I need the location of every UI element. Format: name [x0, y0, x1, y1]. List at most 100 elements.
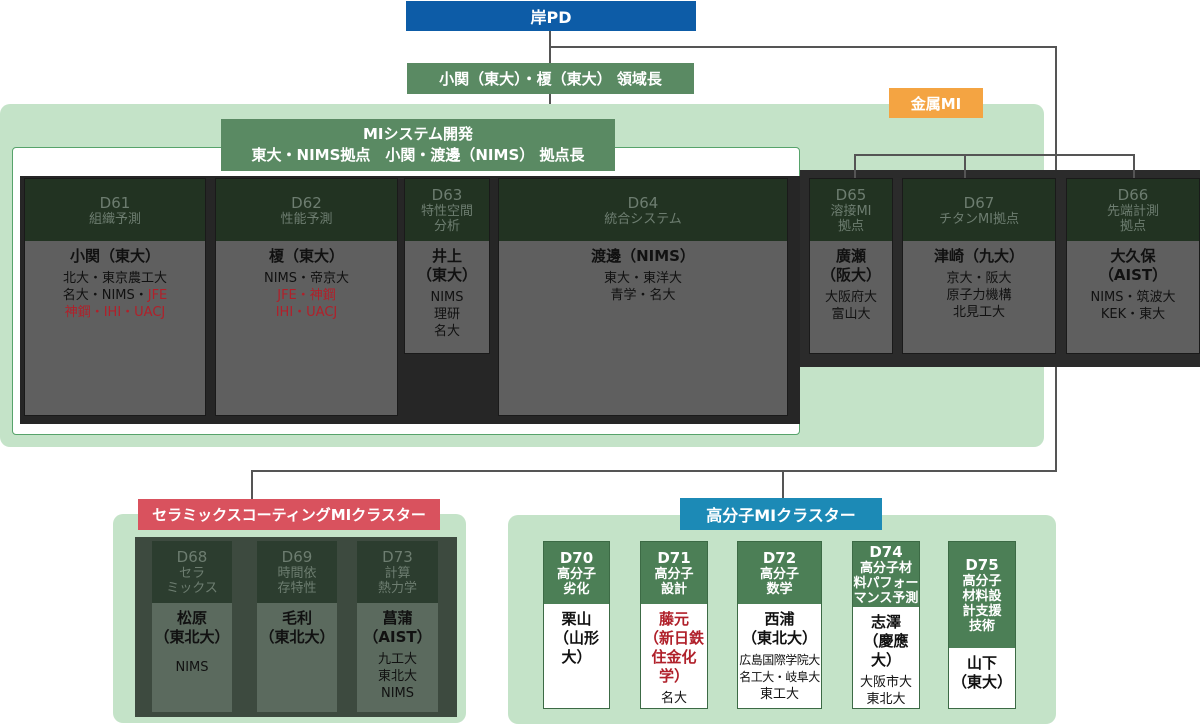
- team-name: 高分子: [759, 567, 799, 582]
- team-body: 廣瀬（阪大） 大阪府大富山大: [810, 241, 892, 323]
- pd-box: 岸PD: [406, 1, 696, 31]
- team-code: D74: [869, 543, 903, 561]
- team-name: 数学: [766, 582, 793, 597]
- team-name: マンス予測: [853, 591, 919, 606]
- team-name: セラ: [178, 566, 205, 581]
- system-line2: 東大・NIMS拠点 小関・渡邊（NIMS） 拠点長: [251, 146, 585, 164]
- team-body: 津崎（九大） 京大・阪大原子力機構北見工大: [903, 241, 1055, 321]
- team-name: 高分子材: [859, 561, 912, 576]
- team-member: 東工大: [760, 686, 799, 703]
- team-body: 松原（東北大）NIMS: [152, 603, 232, 676]
- team-member: 東北大: [866, 691, 905, 708]
- member-industry: 神鋼・IHI・UACJ: [64, 305, 166, 320]
- polymer-text: 高分子MIクラスター: [706, 506, 856, 525]
- team-code: D66: [1117, 186, 1149, 204]
- team-name: 技術: [968, 619, 995, 634]
- team-member: 東大・東洋大: [604, 270, 682, 287]
- team-leader: 廣瀬: [835, 247, 866, 265]
- team-body: 山下（東大）: [949, 648, 1015, 692]
- team-leader: 大久保: [1110, 247, 1156, 265]
- team-leader: 住金化学）: [651, 648, 697, 685]
- team-name: 特性空間: [420, 204, 473, 219]
- member-text: 青学・名大: [610, 288, 676, 303]
- team-leader: （東大）: [416, 266, 477, 284]
- team-code: D62: [291, 193, 322, 212]
- member-text: 富山大: [831, 307, 871, 322]
- member-text: NIMS・帝京大: [263, 271, 350, 286]
- team-code: D73: [382, 548, 413, 566]
- team-name: 分析: [433, 219, 460, 234]
- member-text: 名工大・岐阜大: [739, 670, 820, 684]
- member-industry: JFE: [147, 288, 168, 303]
- team-body: 渡邊（NIMS）東大・東洋大青学・名大: [499, 241, 787, 304]
- team-name: 時間依: [277, 566, 317, 581]
- team-member: 大阪府大: [825, 289, 877, 306]
- team-name: 材料設: [962, 589, 1002, 604]
- team-name: 性能予測: [280, 211, 333, 227]
- team-code: D64: [627, 193, 659, 212]
- system-line1: MIシステム開発: [362, 125, 474, 143]
- team-leader: 志澤: [870, 613, 901, 631]
- team-body: 西浦（東北大）広島国際学院大名工大・岐阜大東工大: [738, 604, 821, 703]
- team-leader: 小関（東大）: [69, 247, 160, 265]
- member-text: NIMS: [430, 290, 464, 305]
- team-member: 東北大: [378, 668, 417, 685]
- team-member: 理研: [434, 306, 460, 323]
- team-name: 存特性: [277, 581, 317, 596]
- connector-line: [782, 470, 784, 500]
- member-text: 大阪市大: [859, 675, 912, 690]
- team-code: D65: [835, 186, 867, 204]
- team-member: 神鋼・IHI・UACJ: [65, 304, 166, 321]
- team-name: 高分子: [654, 567, 694, 582]
- team-leader: （東北大）: [154, 628, 230, 646]
- team-body: 志澤（慶應大）大阪市大東北大: [853, 607, 919, 708]
- team-name: 拠点: [1119, 219, 1146, 234]
- team-leader: （阪大）: [820, 266, 881, 284]
- team-member: 北見工大: [953, 304, 1005, 321]
- team-code: D75: [965, 556, 999, 574]
- team-leader: 西浦: [764, 610, 795, 628]
- team-name: 設計: [660, 582, 687, 597]
- team-leader: （山形大）: [553, 629, 599, 666]
- team-name: 劣化: [563, 582, 590, 597]
- team-name: 計算: [384, 566, 411, 581]
- ceramic-text: セラミックスコーティングMIクラスター: [152, 506, 426, 524]
- team-leader: 松原: [176, 609, 207, 627]
- team-code: D63: [431, 186, 463, 204]
- team-leader: 津崎（九大）: [933, 247, 1024, 265]
- team-name: 料パフォー: [853, 576, 919, 591]
- team-leader: （東大）: [951, 673, 1012, 691]
- team-name: 熱力学: [377, 581, 417, 596]
- team-member: 京大・阪大: [946, 270, 1011, 287]
- member-text: 名大: [433, 324, 460, 339]
- team-name: チタンMI拠点: [938, 211, 1020, 227]
- team-leader: 榎（東大）: [268, 247, 344, 265]
- member-industry: JFE・神鋼: [277, 288, 336, 303]
- member-text: 京大・阪大: [946, 271, 1012, 286]
- team-member: 富山大: [831, 306, 870, 323]
- member-text: 名大・NIMS・: [62, 288, 148, 303]
- team-leader: （東北大）: [259, 628, 335, 646]
- team-member: NIMS: [430, 289, 463, 306]
- member-text: 広島国際学院大: [739, 653, 820, 667]
- team-member: 原子力機構: [946, 287, 1011, 304]
- team-name: 拠点: [837, 219, 864, 234]
